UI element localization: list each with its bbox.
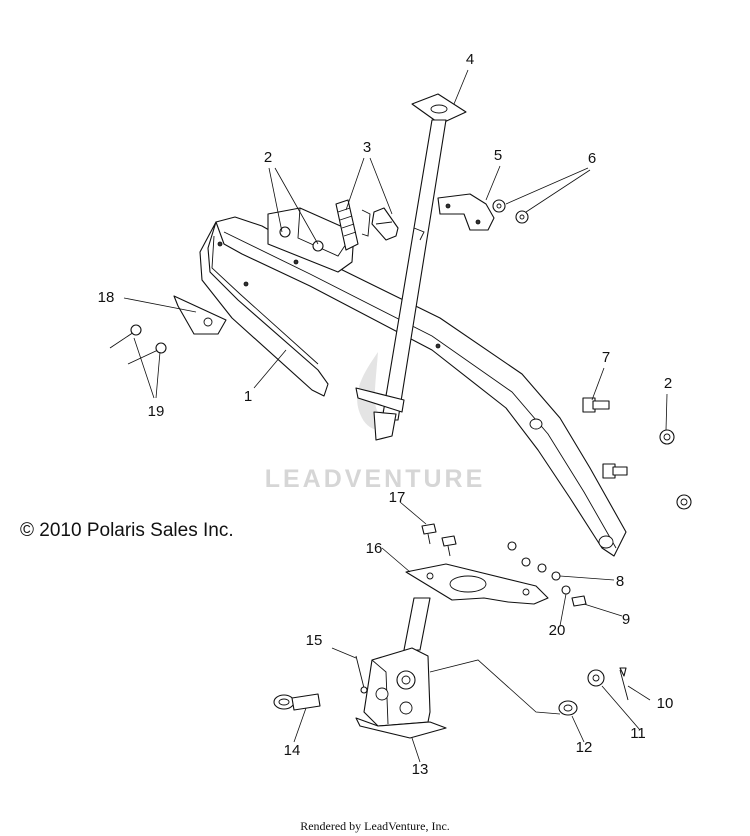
callout-9: 9 (622, 611, 630, 628)
callout-15: 15 (306, 632, 323, 649)
callout-6: 6 (588, 150, 596, 167)
callout-20: 20 (549, 622, 566, 639)
callout-3: 3 (363, 139, 371, 156)
callout-11: 11 (630, 725, 646, 742)
leader-lines (123, 69, 668, 763)
callouts: 2 3 4 5 6 7 2 18 19 1 17 16 8 9 20 15 10… (98, 51, 674, 778)
callout-12: 12 (576, 739, 593, 756)
callout-13: 13 (412, 761, 429, 778)
callout-19: 19 (148, 403, 165, 420)
part-19-rivets (109, 324, 167, 365)
part-13-base-housing (355, 647, 447, 739)
lower-shaft (403, 597, 431, 651)
callout-2-right: 2 (664, 375, 672, 392)
callout-14: 14 (284, 742, 301, 759)
callout-5: 5 (494, 147, 502, 164)
callout-7: 7 (602, 349, 610, 366)
part-7-bolt (582, 397, 610, 413)
callout-10: 10 (657, 695, 674, 712)
part-17-bolts (421, 523, 457, 557)
part-14-eye-bolt (273, 693, 321, 711)
part-16-plate (405, 563, 549, 605)
part-6-nuts (492, 199, 529, 224)
callout-1: 1 (244, 388, 252, 405)
callout-17: 17 (389, 489, 406, 506)
part-8-9-20-hardware (507, 541, 587, 607)
part-2-mount-block (267, 207, 355, 273)
callout-4: 4 (466, 51, 474, 68)
footer-text: Rendered by LeadVenture, Inc. (300, 819, 450, 833)
part-3-springs (335, 199, 399, 251)
watermark-text: LEADVENTURE (265, 465, 486, 493)
copyright-text: © 2010 Polaris Sales Inc. (20, 520, 234, 541)
callout-18: 18 (98, 289, 115, 306)
callout-2-top: 2 (264, 149, 272, 166)
part-15-pin (355, 655, 368, 694)
part-18-bracket (173, 295, 227, 335)
part-2-flange-hardware (602, 429, 692, 510)
part-4-steering-column (355, 93, 467, 441)
part-5-bracket (437, 193, 495, 231)
callout-16: 16 (366, 540, 383, 557)
callout-8: 8 (616, 573, 624, 590)
part-10-11-12-hardware (429, 659, 629, 716)
